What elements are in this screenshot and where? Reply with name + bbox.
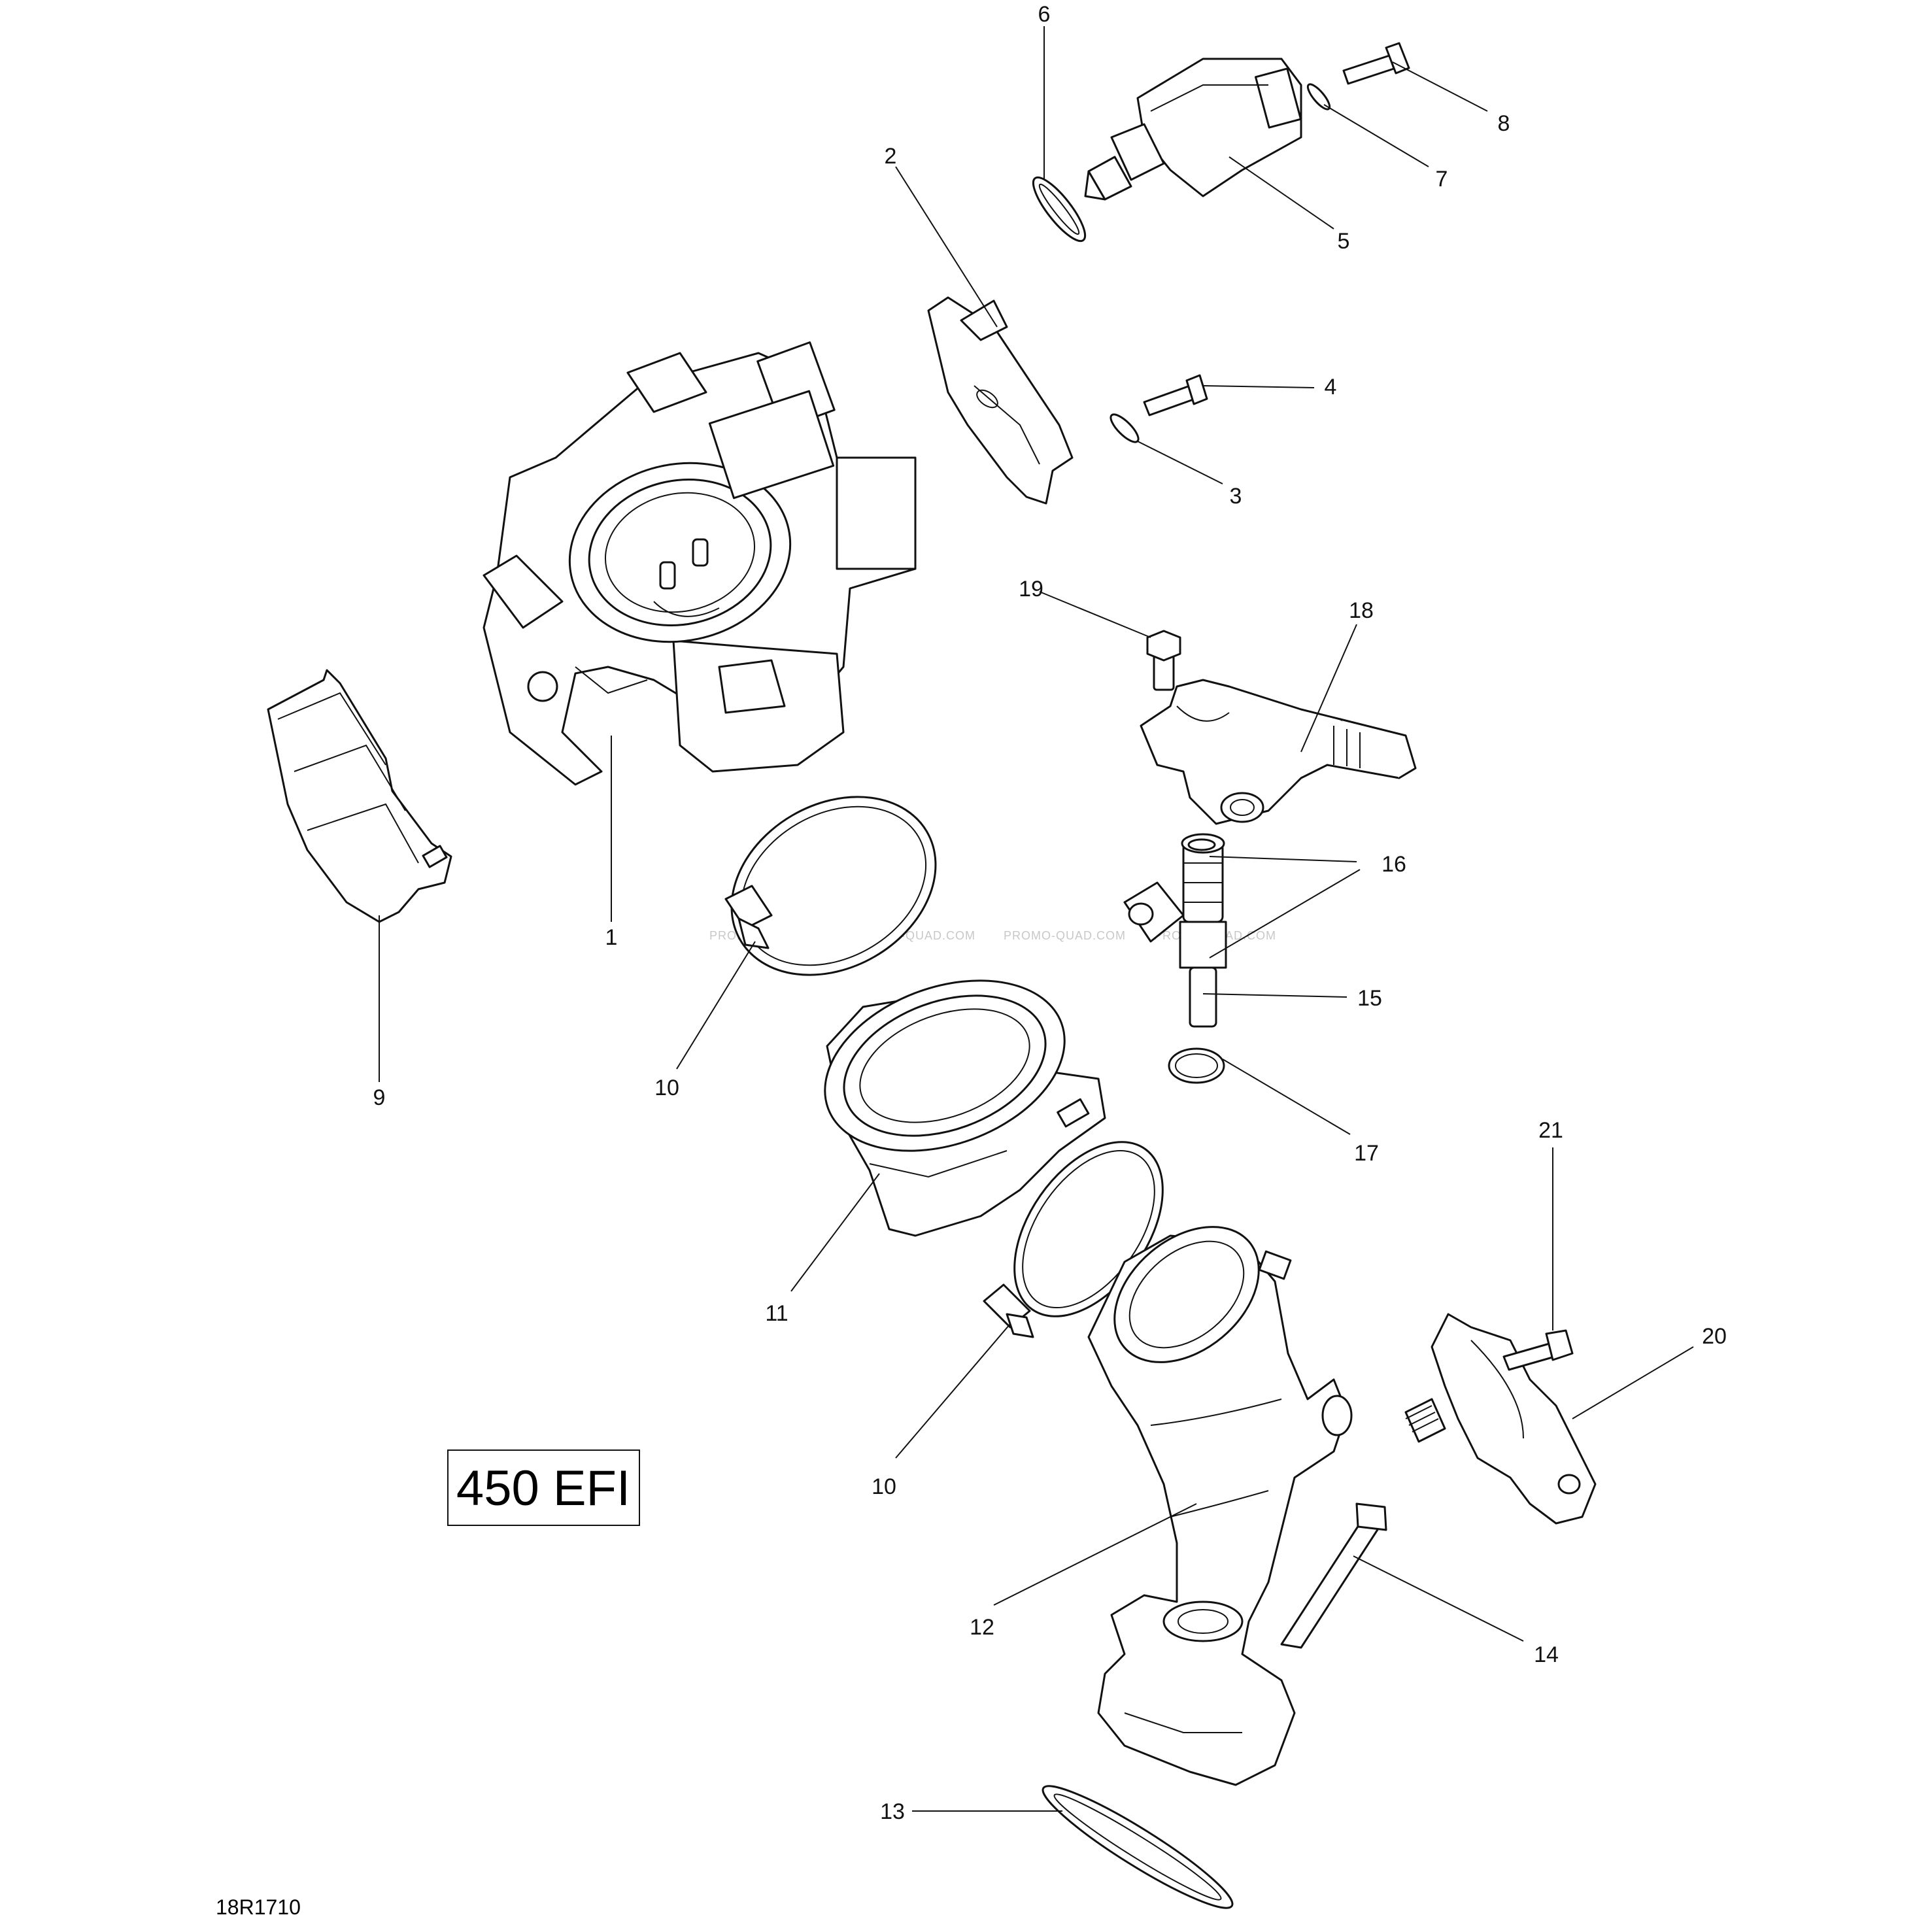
bracket-plate-icon bbox=[927, 296, 1074, 505]
callout-18: 18 bbox=[1349, 598, 1374, 623]
callout-14: 14 bbox=[1534, 1642, 1559, 1667]
screw-icon bbox=[1143, 374, 1208, 416]
reference-code: 18R1710 bbox=[216, 1895, 301, 1919]
idle-air-control-valve-icon bbox=[1084, 58, 1302, 201]
washer-icon bbox=[1306, 83, 1331, 110]
intake-manifold-icon bbox=[1087, 1226, 1353, 1786]
bolt-icon bbox=[1502, 1329, 1574, 1371]
washer-icon bbox=[1110, 413, 1140, 443]
callout-5: 5 bbox=[1338, 229, 1350, 254]
callout-3: 3 bbox=[1230, 484, 1242, 509]
callout-16: 16 bbox=[1381, 852, 1406, 877]
cover-icon bbox=[267, 669, 452, 923]
callouts: 1 2 3 4 5 6 7 8 9 10 10 11 12 13 14 15 1… bbox=[373, 2, 1727, 1824]
o-ring-icon bbox=[1168, 1047, 1225, 1084]
hose-clamp-icon bbox=[724, 796, 937, 976]
callout-8: 8 bbox=[1498, 111, 1510, 136]
callout-19: 19 bbox=[1019, 577, 1043, 602]
callout-9: 9 bbox=[373, 1085, 386, 1110]
o-ring-icon bbox=[1032, 176, 1087, 243]
callout-7: 7 bbox=[1436, 167, 1448, 192]
map-sensor-icon bbox=[1404, 1313, 1597, 1525]
callout-4: 4 bbox=[1325, 375, 1337, 399]
bolt-icon bbox=[1146, 630, 1181, 691]
screw-icon bbox=[1342, 42, 1410, 85]
callout-10-lower: 10 bbox=[872, 1474, 896, 1499]
callout-6: 6 bbox=[1038, 2, 1051, 27]
throttle-body-icon bbox=[483, 341, 917, 786]
gasket-icon bbox=[1042, 1785, 1234, 1909]
adaptor-sleeve-icon bbox=[824, 979, 1106, 1237]
watermark-text-3: PROMO-QUAD.COM bbox=[1004, 929, 1126, 942]
callout-12: 12 bbox=[970, 1615, 994, 1640]
callout-11: 11 bbox=[765, 1301, 788, 1326]
callout-2: 2 bbox=[885, 144, 897, 169]
o-ring-icon bbox=[1187, 838, 1216, 851]
callout-17: 17 bbox=[1354, 1141, 1379, 1166]
callout-1: 1 bbox=[605, 925, 618, 950]
callout-13: 13 bbox=[880, 1799, 905, 1824]
model-label-box: 450 EFI bbox=[447, 1449, 640, 1526]
callout-20: 20 bbox=[1702, 1324, 1727, 1349]
fuel-rail-icon bbox=[1140, 679, 1417, 825]
bolt-icon bbox=[1280, 1502, 1387, 1649]
callout-15: 15 bbox=[1357, 986, 1382, 1011]
model-label: 450 EFI bbox=[456, 1461, 630, 1516]
callout-10-upper: 10 bbox=[654, 1076, 679, 1100]
callout-21: 21 bbox=[1538, 1118, 1563, 1143]
leader-lines bbox=[379, 26, 1694, 1812]
